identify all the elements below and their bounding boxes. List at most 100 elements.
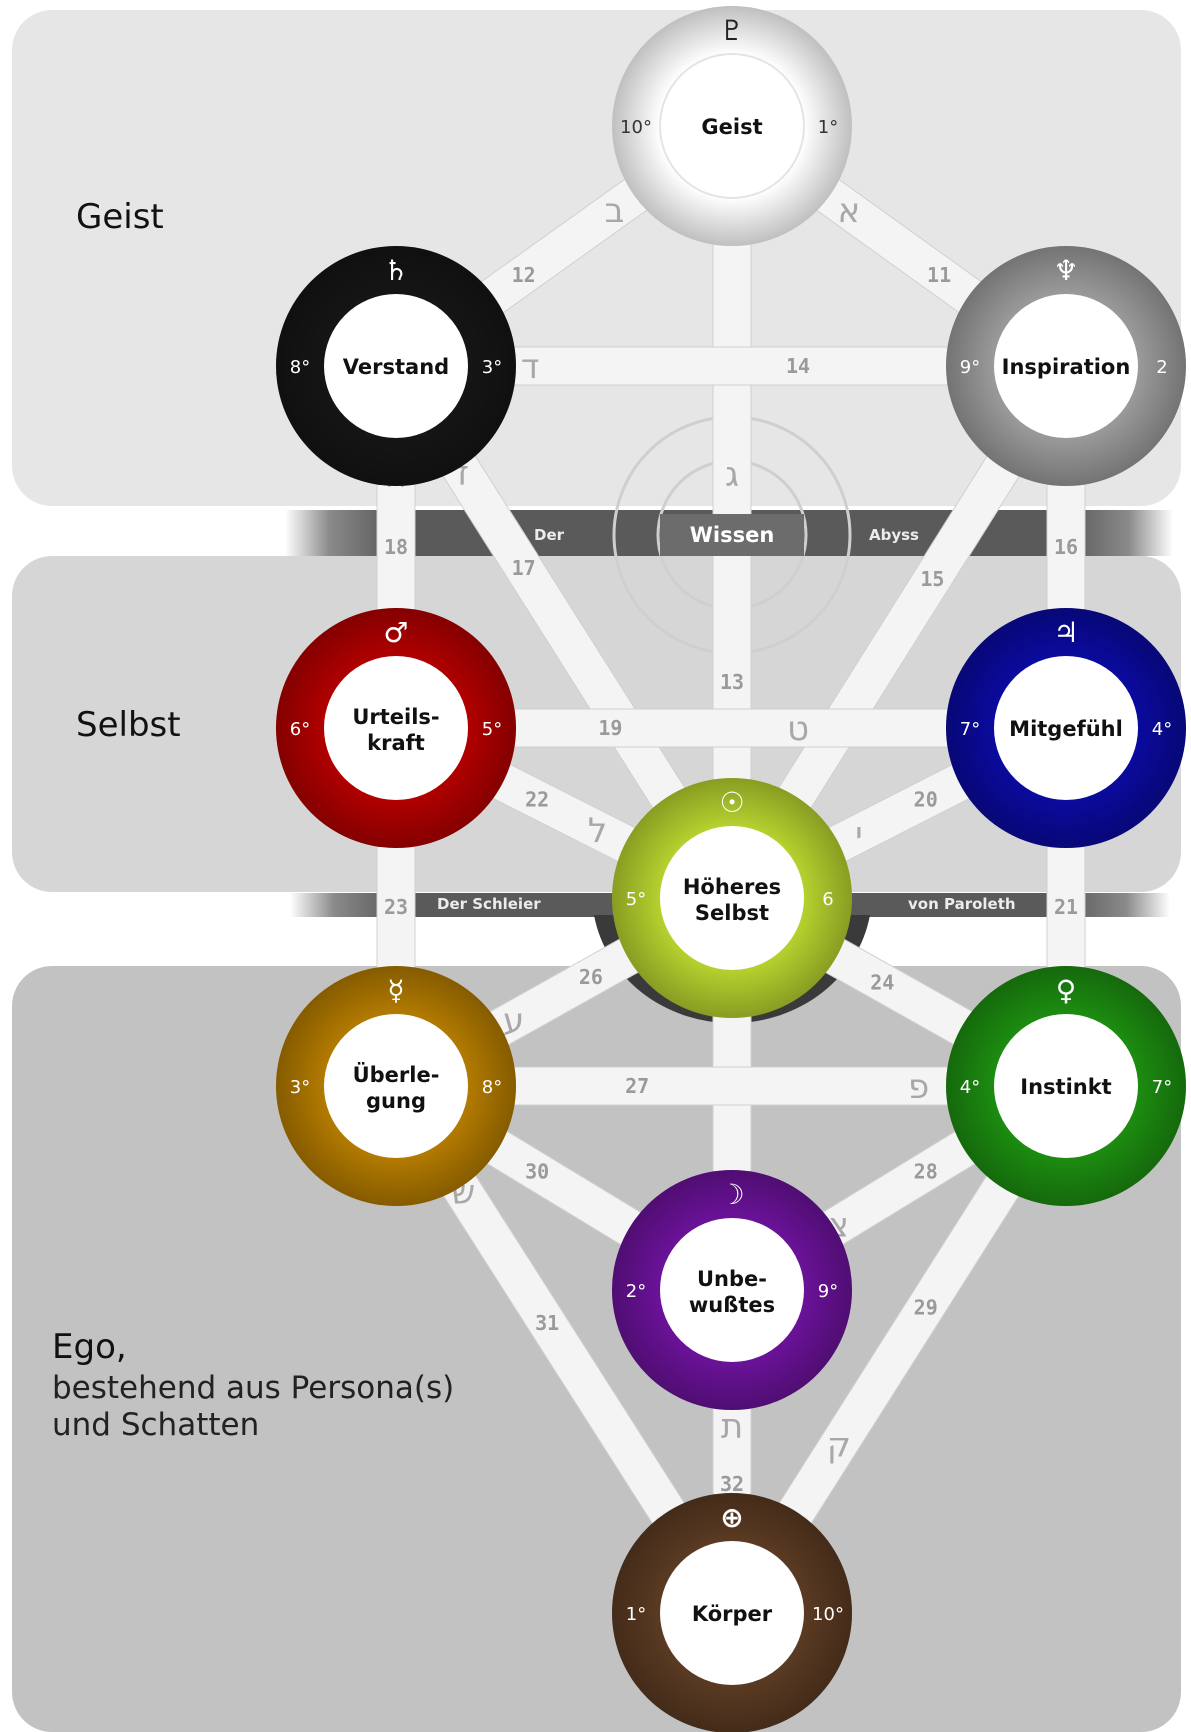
node-label-line1: Urteils- <box>352 705 439 729</box>
degree-right: 1° <box>818 117 838 138</box>
sephira-ueberlegung: ☿ 3° 8° Überle-gung <box>276 966 516 1206</box>
degree-left: 3° <box>290 1077 310 1098</box>
path-number: 24 <box>870 971 894 995</box>
planet-symbol: ♇ <box>719 14 744 47</box>
path-number: 11 <box>927 263 951 287</box>
veil-label-left: Der Schleier <box>437 895 541 913</box>
hebrew-letter: ק <box>827 1425 851 1465</box>
planet-symbol: ☉ <box>719 786 744 819</box>
node-label-line1: Unbe- <box>697 1267 767 1291</box>
hebrew-letter: א <box>838 191 861 231</box>
path-number: 15 <box>920 567 944 591</box>
inner-disc <box>660 826 804 970</box>
path-number: 32 <box>720 1472 744 1496</box>
sephira-instinkt: ♀4°7°Instinkt <box>946 966 1186 1206</box>
sephira-koerper: ⊕ 1° 10° Körper <box>612 1493 852 1732</box>
node-label: Geist <box>701 115 762 139</box>
band-label-geist: Geist <box>76 197 164 237</box>
path-number: 20 <box>914 787 938 811</box>
degree-right: 8° <box>482 1077 502 1098</box>
sephira-urteilskraft: ♂ 6° 5° Urteils-kraft <box>276 608 516 848</box>
path-number: 27 <box>625 1074 649 1098</box>
path-number: 21 <box>1054 895 1078 919</box>
path-number: 12 <box>512 263 536 287</box>
inner-disc <box>324 1014 468 1158</box>
degree-left: 10° <box>620 117 652 138</box>
band-label-selbst: Selbst <box>76 705 181 745</box>
node-label: Verstand <box>343 355 449 379</box>
degree-right: 3° <box>482 357 502 378</box>
band-label-ego-line2: und Schatten <box>52 1407 259 1443</box>
inner-disc <box>660 1218 804 1362</box>
planet-symbol: ☿ <box>387 974 404 1007</box>
inner-disc <box>324 294 468 438</box>
hebrew-letter: ט <box>787 709 809 749</box>
planet-symbol: ♄ <box>383 254 408 287</box>
inner-disc <box>994 656 1138 800</box>
band-label-ego: Ego, <box>52 1327 127 1367</box>
band-label-ego-line1: bestehend aus Persona(s) <box>52 1370 454 1406</box>
inner-disc <box>324 656 468 800</box>
sephira-mitgefuehl: ♃7°4°Mitgefühl <box>946 608 1186 848</box>
path-number: 17 <box>512 556 536 580</box>
path-number: 30 <box>525 1160 549 1184</box>
inner-disc <box>660 1541 804 1685</box>
degree-right: 9° <box>818 1281 838 1302</box>
wissen-label: Wissen <box>690 523 775 547</box>
path-number: 22 <box>525 787 549 811</box>
node-label-line2: gung <box>366 1089 426 1113</box>
node-label-line1: Höheres <box>683 875 781 899</box>
inner-disc <box>659 53 805 199</box>
planet-symbol: ♀ <box>1056 974 1077 1007</box>
sephira-geist: ♇ 10° 1° Geist <box>612 6 852 246</box>
path-number: 18 <box>384 535 408 559</box>
hebrew-letter: י <box>855 814 863 854</box>
hebrew-letter: ז <box>457 453 469 493</box>
path-number: 19 <box>598 716 622 740</box>
degree-right: 10° <box>812 1604 844 1625</box>
inner-disc <box>994 294 1138 438</box>
sephira-unbewusstes: ☽2°9°Unbe-wußtes <box>612 1170 852 1410</box>
node-label: Körper <box>692 1602 773 1626</box>
degree-left: 7° <box>960 719 980 740</box>
sephira-verstand: ♄ 8° 3° Verstand <box>276 246 516 486</box>
degree-left: 4° <box>960 1077 980 1098</box>
degree-right: 6 <box>822 889 833 910</box>
planet-symbol: ⊕ <box>720 1501 743 1534</box>
node-label: Mitgefühl <box>1009 717 1123 741</box>
degree-right: 4° <box>1152 719 1172 740</box>
path-number: 31 <box>535 1311 559 1335</box>
degree-left: 6° <box>290 719 310 740</box>
node-label-line1: Überle- <box>353 1062 440 1087</box>
hebrew-letter: ד <box>521 347 540 387</box>
degree-right: 5° <box>482 719 502 740</box>
path-number: 13 <box>720 670 744 694</box>
degree-left: 5° <box>626 889 646 910</box>
veil-label-right: von Paroleth <box>908 895 1016 913</box>
degree-right: 2 <box>1156 357 1167 378</box>
planet-symbol: ♂ <box>383 616 408 649</box>
wissen-layer: Wissen <box>660 514 804 556</box>
inner-disc <box>994 1014 1138 1158</box>
path-number: 23 <box>384 895 408 919</box>
degree-left: 8° <box>290 357 310 378</box>
hebrew-letter: ל <box>588 811 607 851</box>
degree-left: 9° <box>960 357 980 378</box>
hebrew-letter: ג <box>725 454 739 494</box>
hebrew-letter: ב <box>605 191 625 231</box>
abyss-label-right: Abyss <box>869 526 919 544</box>
planet-symbol: ☽ <box>719 1178 744 1211</box>
hebrew-letter: ע <box>503 1001 524 1041</box>
hebrew-letter: פ <box>908 1067 929 1107</box>
degree-right: 7° <box>1152 1077 1172 1098</box>
degree-left: 2° <box>626 1281 646 1302</box>
nodes-layer: ♇10°1°Geist♄8°3°Verstand♆9°2Inspiration♂… <box>276 6 1186 1732</box>
node-label-line2: Selbst <box>695 901 769 925</box>
wissen-plate <box>660 514 804 556</box>
node-label-line2: kraft <box>367 731 425 755</box>
degree-left: 1° <box>626 1604 646 1625</box>
